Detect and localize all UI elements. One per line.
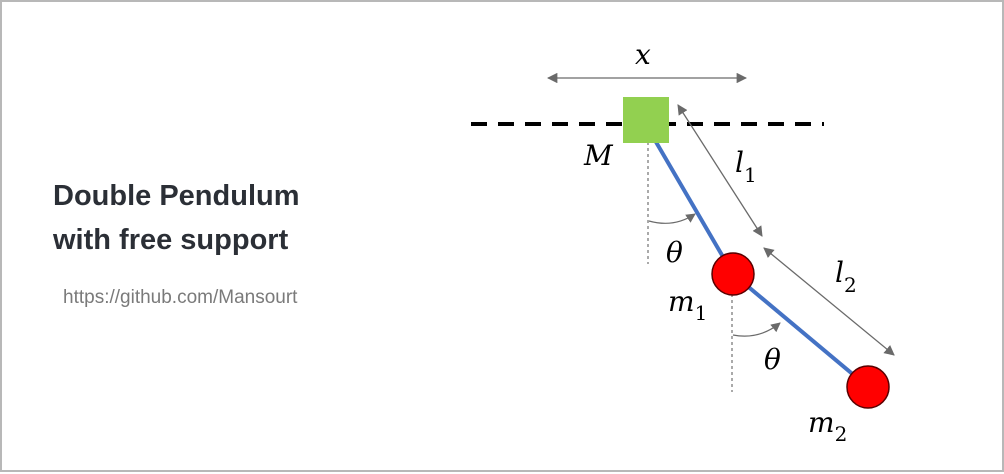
- l2-letter: l: [835, 256, 844, 289]
- m1-subscript: 1: [695, 301, 708, 325]
- l2-subscript: 2: [844, 273, 857, 297]
- l2-length-arrow: [763, 247, 895, 356]
- cart-block: [623, 97, 669, 143]
- theta-arc-1: [648, 213, 696, 224]
- M-label: M: [583, 139, 614, 172]
- l1-subscript: 1: [744, 163, 757, 187]
- page-title: Double Pendulum with free support: [53, 174, 300, 262]
- title-line-1: Double Pendulum: [53, 180, 300, 212]
- github-link[interactable]: https://github.com/Mansourt: [63, 287, 298, 308]
- m1-letter: m: [668, 285, 695, 318]
- l1-label: l1: [735, 146, 757, 187]
- mass-2: [846, 365, 890, 409]
- x-label: x: [635, 38, 651, 71]
- theta-label-1: θ: [666, 236, 683, 269]
- m2-label: m2: [808, 406, 847, 446]
- mass-1: [711, 252, 755, 296]
- m2-subscript: 2: [835, 422, 848, 446]
- m2-letter: m: [808, 406, 835, 439]
- theta-arc-2: [732, 322, 781, 337]
- l2-label: l2: [835, 256, 857, 297]
- m1-label: m1: [668, 285, 707, 325]
- title-line-2: with free support: [53, 224, 289, 256]
- l1-length-arrow: [677, 104, 763, 237]
- theta-label-2: θ: [764, 343, 781, 376]
- l1-letter: l: [735, 146, 744, 179]
